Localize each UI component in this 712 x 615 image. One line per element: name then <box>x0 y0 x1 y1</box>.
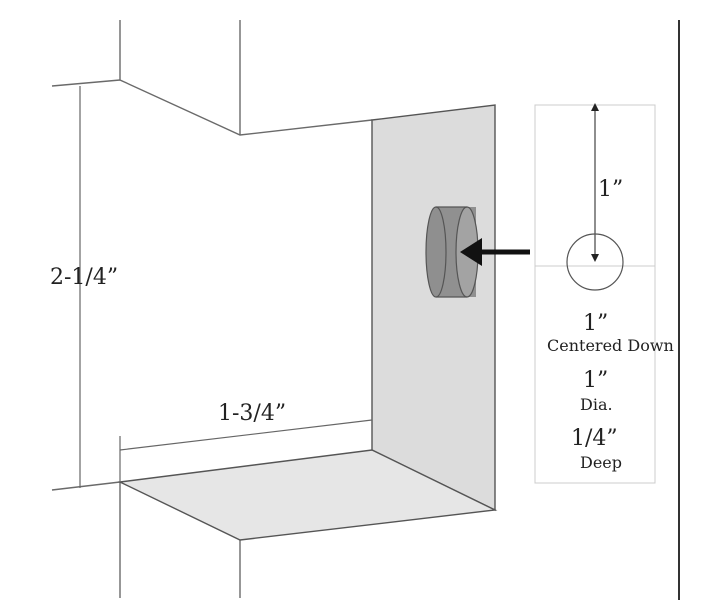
spec-panel <box>534 103 656 484</box>
centered-value: 1” <box>583 311 608 336</box>
pointer-arrow <box>460 238 530 266</box>
diameter-caption: Dia. <box>580 395 613 414</box>
depth-caption: Deep <box>580 453 622 472</box>
offset-arrow-top <box>591 103 599 111</box>
width-dimension-line <box>119 419 373 482</box>
offset-arrow-bottom <box>591 254 599 262</box>
centered-caption: Centered Down <box>547 336 674 355</box>
depth-value: 1/4” <box>571 426 618 451</box>
magnet-body-ellipse <box>425 206 447 298</box>
offset-label: 1” <box>598 177 623 202</box>
side-wall <box>371 104 496 512</box>
diameter-value: 1” <box>583 368 608 393</box>
bracket-outline <box>51 20 373 598</box>
height-label: 2-1/4” <box>50 265 118 290</box>
hole-circle <box>566 233 624 291</box>
magnet-cylinder <box>425 206 479 298</box>
floor-panel <box>117 449 498 541</box>
width-label: 1-3/4” <box>218 401 286 426</box>
